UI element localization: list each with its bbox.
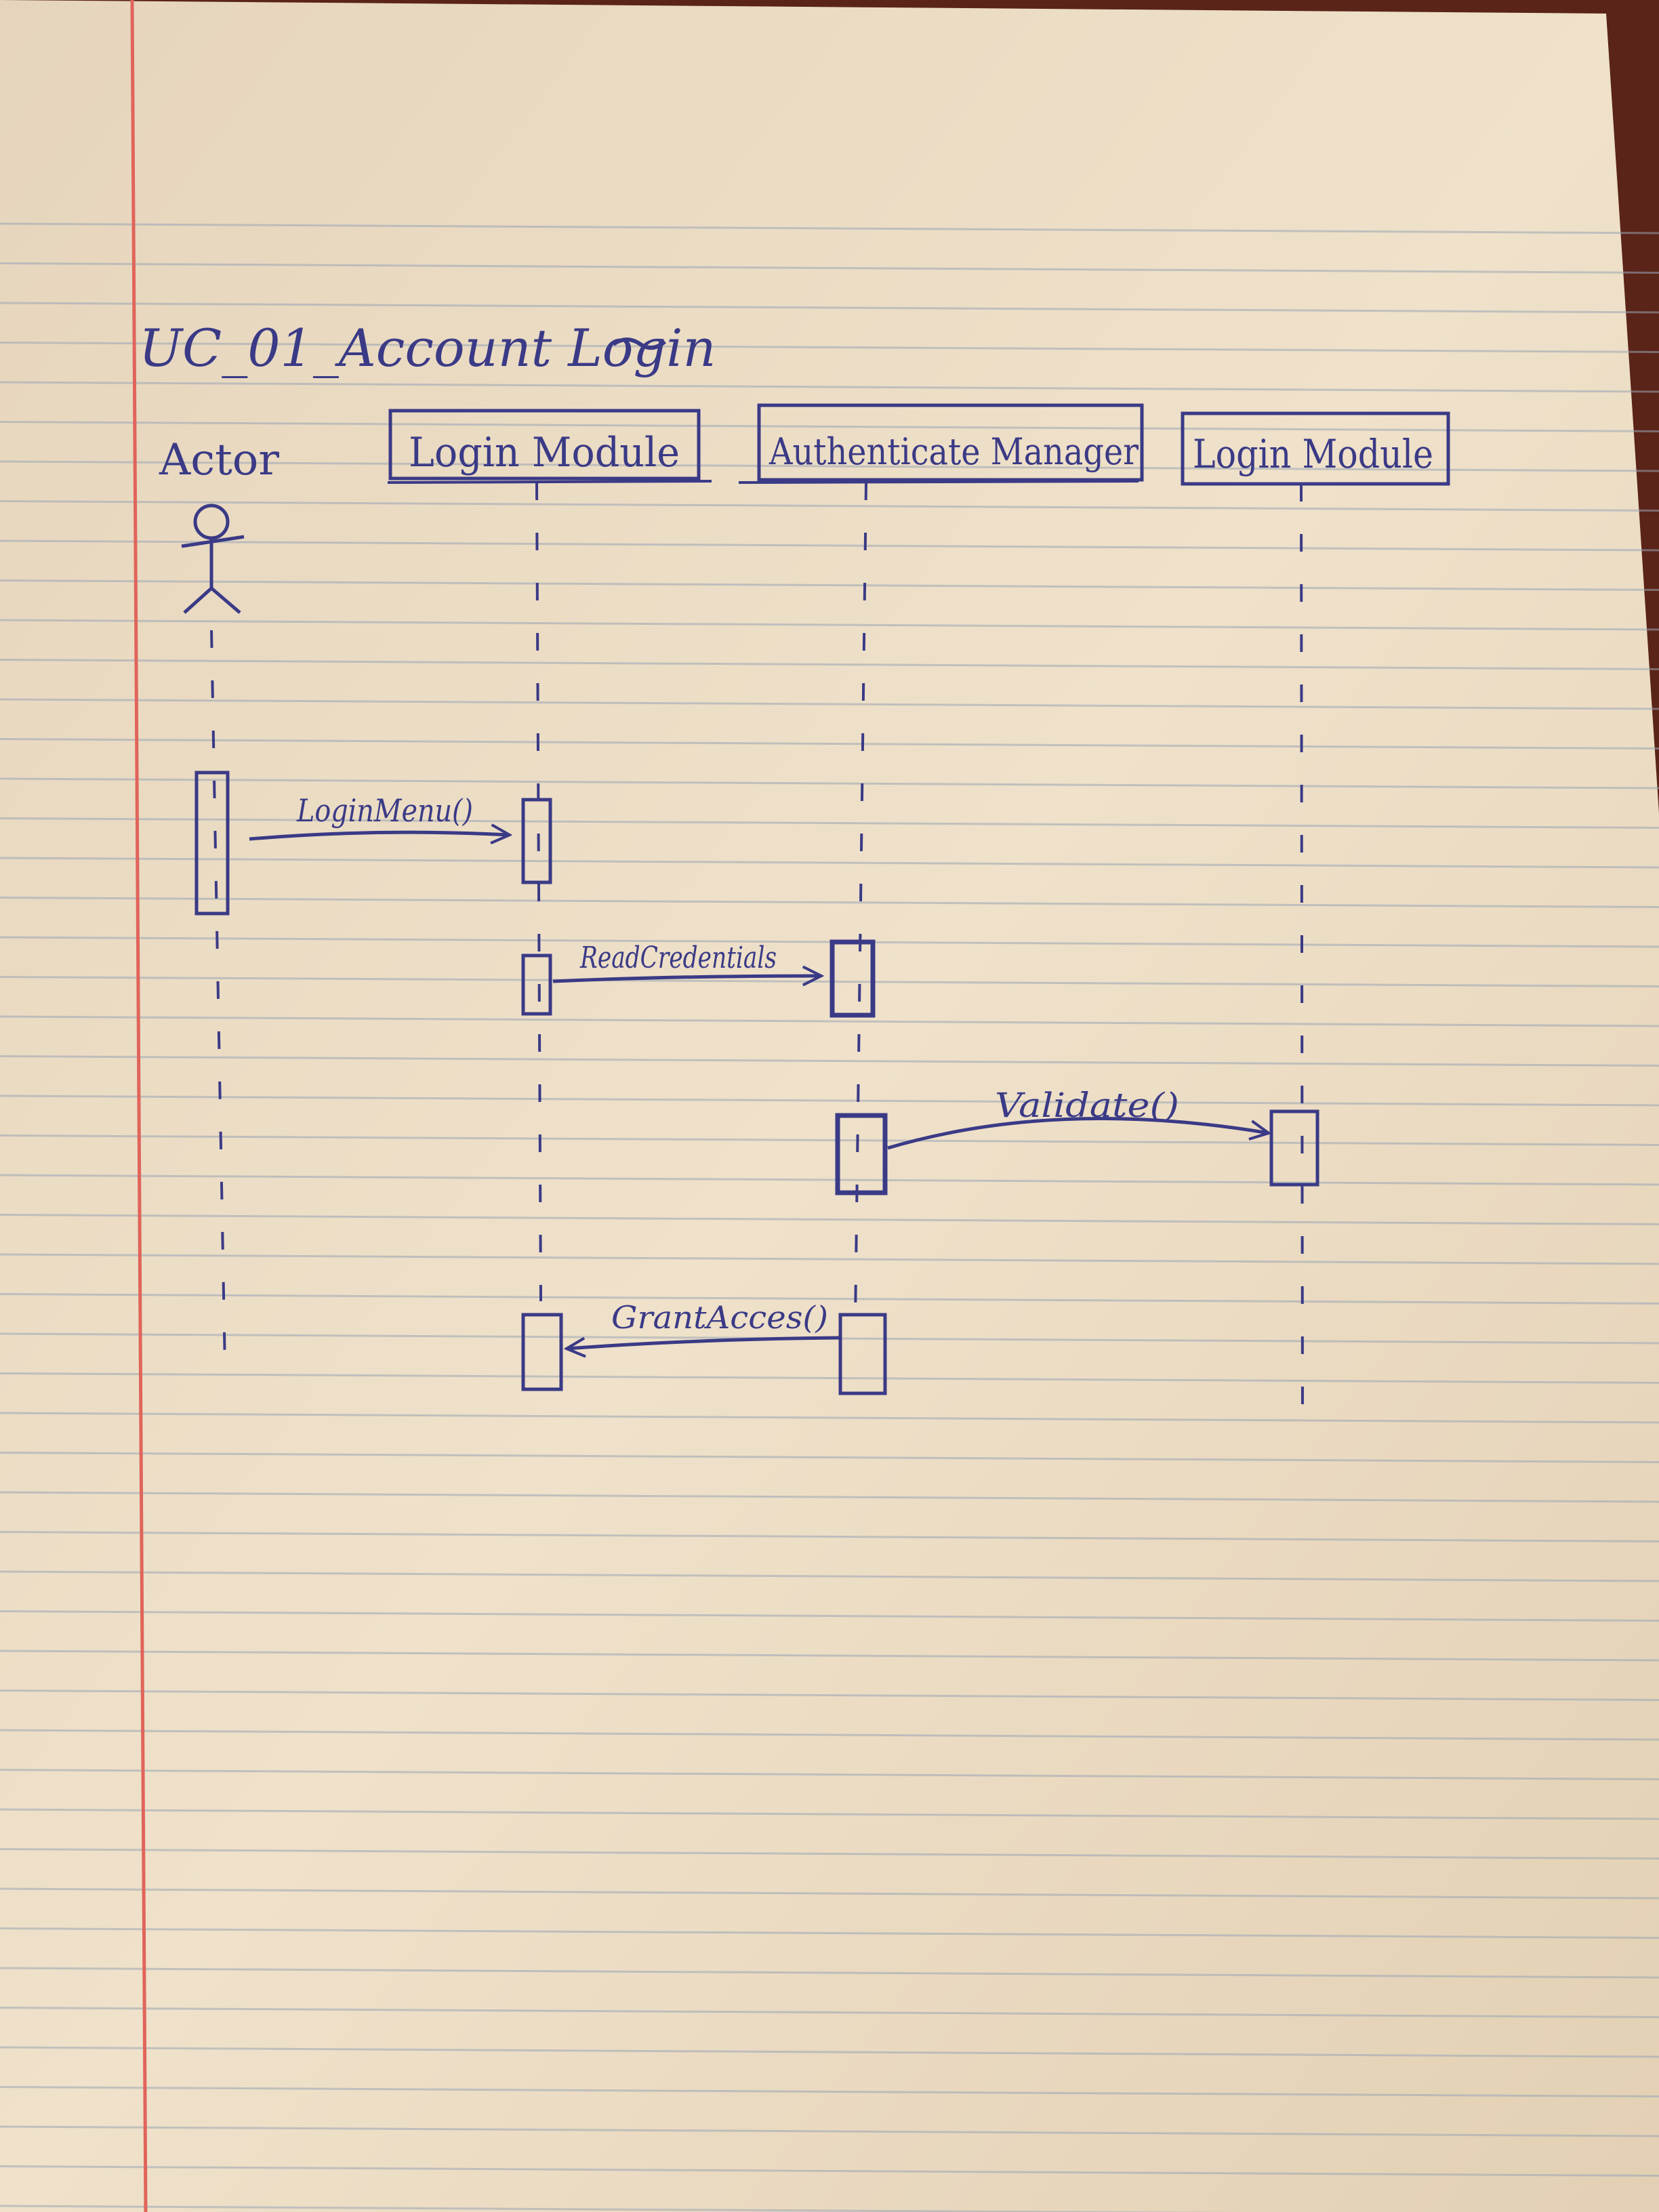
ruled-line: [0, 2086, 1659, 2097]
ruled-line: [0, 1293, 1659, 1305]
ruled-line: [0, 1848, 1659, 1860]
ruled-line: [0, 1174, 1659, 1186]
activation-login-module-1-c: [521, 1313, 563, 1391]
activation-authenticate-manager-c: [838, 1313, 887, 1395]
lifeline-login-module-1: [535, 482, 542, 1302]
diagram-title: UC_01_Account Login: [139, 318, 716, 378]
ruled-line: [0, 222, 1659, 234]
ruled-line: [0, 897, 1659, 908]
ruled-line: [0, 1015, 1659, 1027]
activation-login-module-2: [1269, 1109, 1319, 1187]
participant-login-module-1: Login Module: [387, 409, 712, 484]
activation-bars: [194, 771, 1319, 1395]
message-arrows: [249, 832, 1269, 1349]
title-scribble: [612, 337, 666, 350]
ruled-line: [0, 1412, 1659, 1424]
lifelines: [210, 482, 1304, 1417]
participant-actor-label: Actor: [159, 435, 279, 485]
ruled-line: [0, 342, 1659, 353]
participant-login-module-2-label: Login Module: [1193, 431, 1433, 477]
ruled-line: [0, 1055, 1659, 1067]
ruled-line: [0, 777, 1659, 790]
message-arrow-4: [567, 1336, 840, 1349]
message-arrow-2: [552, 976, 821, 981]
ruled-line: [0, 2046, 1659, 2058]
ruled-line: [0, 2125, 1659, 2137]
lifeline-actor: [210, 630, 226, 1370]
ruled-line: [0, 539, 1659, 552]
ruled-line: [0, 579, 1659, 591]
activation-authenticate-manager-b: [835, 1113, 888, 1195]
activation-login-module-1-a: [521, 798, 552, 884]
ruled-line: [0, 936, 1659, 948]
margin-line: [130, 0, 148, 2212]
ruled-line: [0, 2007, 1659, 2018]
ruled-line: [0, 1531, 1659, 1542]
ruled-line: [0, 619, 1659, 631]
ruled-lines: [0, 222, 1659, 2212]
ruled-line: [0, 976, 1659, 987]
ruled-line: [0, 1610, 1659, 1622]
participant-login-module-2: Login Module: [1181, 411, 1450, 486]
ruled-line: [0, 421, 1659, 432]
ruled-line: [0, 381, 1659, 393]
ruled-line: [0, 1729, 1659, 1741]
ruled-line: [0, 500, 1659, 512]
ruled-line: [0, 302, 1659, 314]
message-label-1: LoginMenu(): [296, 792, 473, 829]
ruled-line: [0, 1491, 1659, 1503]
ruled-line: [0, 1214, 1659, 1225]
participant-authenticate-manager-label: Authenticate Manager: [769, 430, 1139, 473]
ruled-line: [0, 1570, 1659, 1582]
ruled-line: [0, 1094, 1659, 1107]
ruled-line: [0, 1967, 1659, 1979]
ruled-line: [0, 1650, 1659, 1662]
message-label-2: ReadCredentials: [579, 941, 777, 975]
ruled-line: [0, 1372, 1659, 1384]
stick-figure-icon: [181, 504, 245, 614]
ruled-line: [0, 738, 1659, 750]
message-label-3: Validate(): [995, 1086, 1179, 1125]
participant-login-module-1-label: Login Module: [409, 429, 680, 476]
message-arrow-3: [887, 1117, 1269, 1150]
ruled-line: [0, 1808, 1659, 1820]
message-label-4: GrantAcces(): [611, 1299, 828, 1336]
ruled-line: [0, 1927, 1659, 1939]
ruled-line: [0, 857, 1659, 869]
ruled-line: [0, 1769, 1659, 1780]
ruled-line: [0, 262, 1659, 274]
participant-authenticate-manager: Authenticate Manager: [738, 403, 1144, 484]
activation-login-module-1-b: [521, 954, 552, 1016]
message-arrow-1: [249, 832, 510, 839]
ruled-line: [0, 817, 1659, 829]
ruled-line: [0, 2205, 1245, 2212]
lifeline-login-module-2: [1300, 483, 1304, 1417]
ruled-line: [0, 2165, 1659, 2177]
activation-actor: [194, 771, 230, 916]
ruled-line: [0, 1689, 1659, 1701]
activation-authenticate-manager-a: [830, 939, 876, 1018]
ruled-line: [0, 698, 1659, 710]
ruled-line: [0, 460, 1659, 472]
ruled-line: [0, 1253, 1659, 1265]
ruled-line: [0, 659, 1659, 670]
ruled-line: [0, 1134, 1659, 1146]
ruled-line: [0, 1887, 1659, 1900]
ruled-line: [0, 1452, 1659, 1463]
